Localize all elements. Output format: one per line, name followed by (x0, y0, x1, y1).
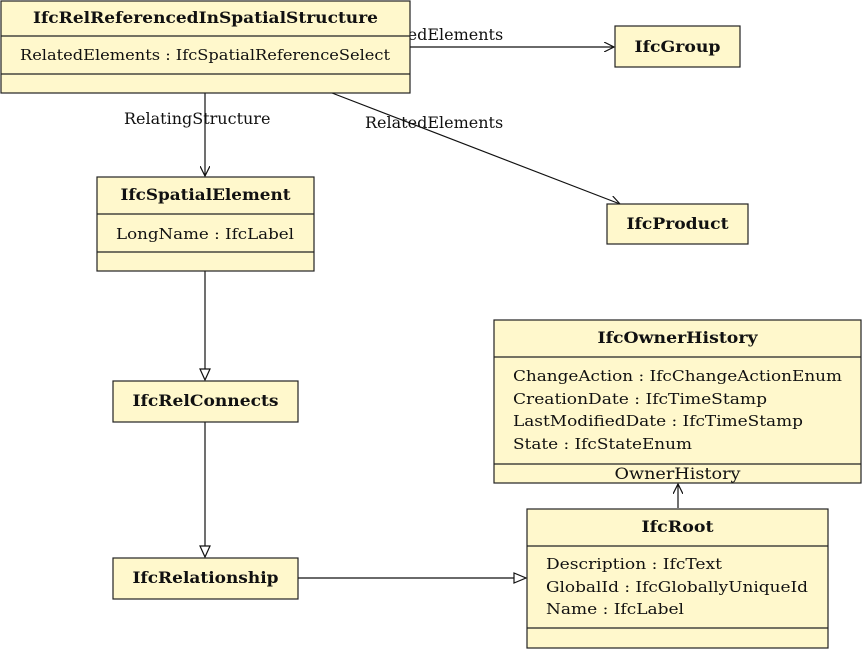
edge-related-elements-product (331, 92, 620, 204)
class-name: IfcRelConnects (133, 391, 279, 410)
edge-label-related-elements-product: RelatedElements (365, 113, 503, 132)
class-attribute: Description : IfcText (546, 555, 722, 573)
class-ifc-product[interactable]: IfcProduct (606, 203, 749, 245)
class-ifc-owner-history[interactable]: IfcOwnerHistory ChangeAction : IfcChange… (493, 319, 862, 484)
class-attribute: CreationDate : IfcTimeStamp (513, 390, 767, 408)
class-name: IfcRoot (642, 517, 715, 536)
class-ifc-group[interactable]: IfcGroup (614, 25, 741, 68)
class-ifc-rel-connects[interactable]: IfcRelConnects (112, 380, 299, 423)
class-attribute: State : IfcStateEnum (513, 435, 692, 453)
class-name: IfcOwnerHistory (598, 328, 759, 347)
edges (199, 47, 678, 584)
class-ifc-relationship[interactable]: IfcRelationship (112, 557, 299, 600)
class-attribute: LongName : IfcLabel (116, 225, 294, 243)
class-name: IfcRelReferencedInSpatialStructure (33, 8, 378, 27)
class-ifc-root[interactable]: IfcRoot Description : IfcText GlobalId :… (526, 508, 829, 649)
class-ifc-spatial-element[interactable]: IfcSpatialElement LongName : IfcLabel (96, 176, 315, 272)
class-attribute: Name : IfcLabel (546, 600, 684, 618)
class-name: IfcRelationship (133, 568, 279, 587)
class-attribute: ChangeAction : IfcChangeActionEnum (513, 367, 842, 385)
class-name: IfcSpatialElement (121, 185, 292, 204)
owner-history-label: OwnerHistory (615, 464, 741, 483)
class-name: IfcGroup (635, 37, 721, 56)
class-attribute: LastModifiedDate : IfcTimeStamp (513, 412, 803, 430)
class-ifc-rel-referenced-in-spatial-structure[interactable]: IfcRelReferencedInSpatialStructure Relat… (0, 0, 411, 94)
class-name: IfcProduct (627, 214, 730, 233)
class-attribute: GlobalId : IfcGloballyUniqueId (546, 578, 808, 596)
inheritance-arrowhead (513, 572, 528, 584)
class-attribute: RelatedElements : IfcSpatialReferenceSel… (20, 46, 390, 64)
inheritance-arrowhead (199, 368, 211, 382)
inheritance-arrowhead (199, 545, 211, 559)
edge-label-relating-structure: RelatingStructure (124, 109, 270, 128)
